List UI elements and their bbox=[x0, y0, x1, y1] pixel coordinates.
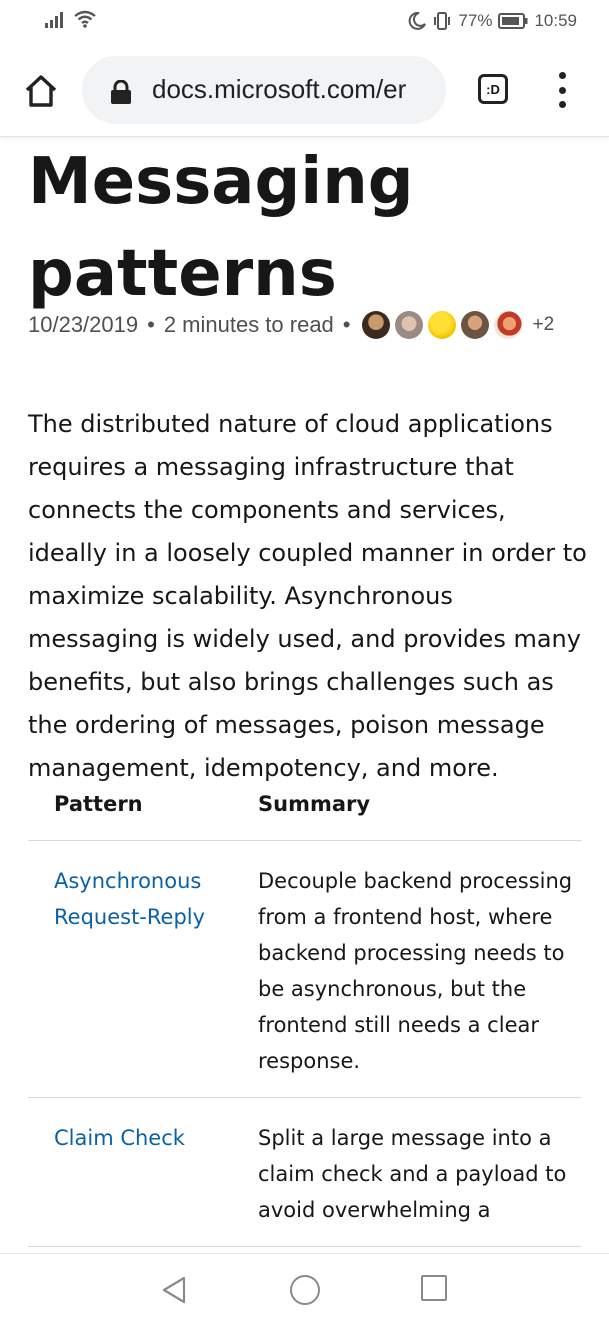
status-right: 77% 10:59 bbox=[408, 11, 577, 31]
read-time: 2 minutes to read bbox=[163, 312, 334, 337]
address-bar[interactable]: docs.microsoft.com/er bbox=[82, 56, 446, 124]
contributor-avatar[interactable] bbox=[361, 311, 390, 339]
lock-icon bbox=[111, 80, 131, 104]
menu-dot bbox=[558, 72, 566, 79]
home-button[interactable] bbox=[22, 72, 60, 110]
header-pattern: Pattern bbox=[28, 776, 232, 841]
recent-apps-icon[interactable] bbox=[421, 1275, 447, 1301]
article-meta: 10/23/2019 • 2 minutes to read • +2 bbox=[28, 311, 588, 339]
pattern-cell: Claim Check bbox=[28, 1097, 232, 1247]
battery-icon bbox=[498, 13, 528, 29]
contributors[interactable]: +2 bbox=[361, 311, 555, 339]
browser-toolbar: docs.microsoft.com/er :D bbox=[0, 44, 609, 137]
pattern-cell: Asynchronous Request-Reply bbox=[28, 840, 232, 1098]
more-contributors[interactable]: +2 bbox=[532, 314, 555, 335]
table-row: Claim Check Split a large message into a… bbox=[28, 1097, 582, 1247]
do-not-disturb-moon-icon bbox=[409, 12, 427, 30]
vibrate-icon bbox=[434, 12, 451, 30]
pattern-link[interactable]: Claim Check bbox=[54, 1126, 185, 1150]
header-summary: Summary bbox=[232, 776, 582, 841]
title-line-1: Messaging bbox=[28, 145, 414, 219]
contributor-avatar[interactable] bbox=[394, 311, 423, 339]
meta-separator: • bbox=[342, 312, 351, 337]
patterns-table: Pattern Summary Asynchronous Request-Rep… bbox=[28, 776, 582, 1247]
home-icon bbox=[25, 75, 57, 107]
page-title: Messaging patterns bbox=[28, 136, 414, 320]
article-date: 10/23/2019 bbox=[28, 312, 139, 337]
status-bar: 77% 10:59 bbox=[0, 0, 609, 44]
overflow-menu-button[interactable] bbox=[550, 72, 574, 108]
table-header-row: Pattern Summary bbox=[28, 776, 582, 841]
contributor-avatar[interactable] bbox=[460, 311, 489, 339]
signal-icon bbox=[45, 12, 63, 28]
title-line-2: patterns bbox=[28, 237, 337, 311]
system-nav-bar bbox=[0, 1253, 609, 1324]
meta-separator: • bbox=[147, 312, 155, 337]
menu-dot bbox=[558, 86, 566, 94]
table-row: Asynchronous Request-Reply Decouple back… bbox=[28, 840, 582, 1098]
tab-switcher-button[interactable]: :D bbox=[478, 74, 508, 104]
home-nav-icon[interactable] bbox=[290, 1275, 320, 1305]
wifi-icon bbox=[74, 10, 96, 28]
summary-cell: Split a large message into a claim check… bbox=[232, 1097, 582, 1247]
url-text[interactable]: docs.microsoft.com/er bbox=[152, 74, 407, 104]
contributor-avatar[interactable] bbox=[427, 311, 456, 339]
battery-percent: 77% bbox=[458, 11, 493, 30]
summary-cell: Decouple backend processing from a front… bbox=[232, 840, 582, 1098]
contributor-avatar[interactable] bbox=[493, 311, 522, 339]
back-icon[interactable] bbox=[160, 1275, 188, 1305]
clock: 10:59 bbox=[534, 11, 577, 30]
menu-dot bbox=[558, 101, 566, 108]
pattern-link[interactable]: Asynchronous Request-Reply bbox=[54, 869, 206, 929]
tab-switcher-label: :D bbox=[486, 81, 500, 97]
intro-paragraph: The distributed nature of cloud applicat… bbox=[28, 410, 587, 782]
status-left bbox=[45, 10, 97, 28]
